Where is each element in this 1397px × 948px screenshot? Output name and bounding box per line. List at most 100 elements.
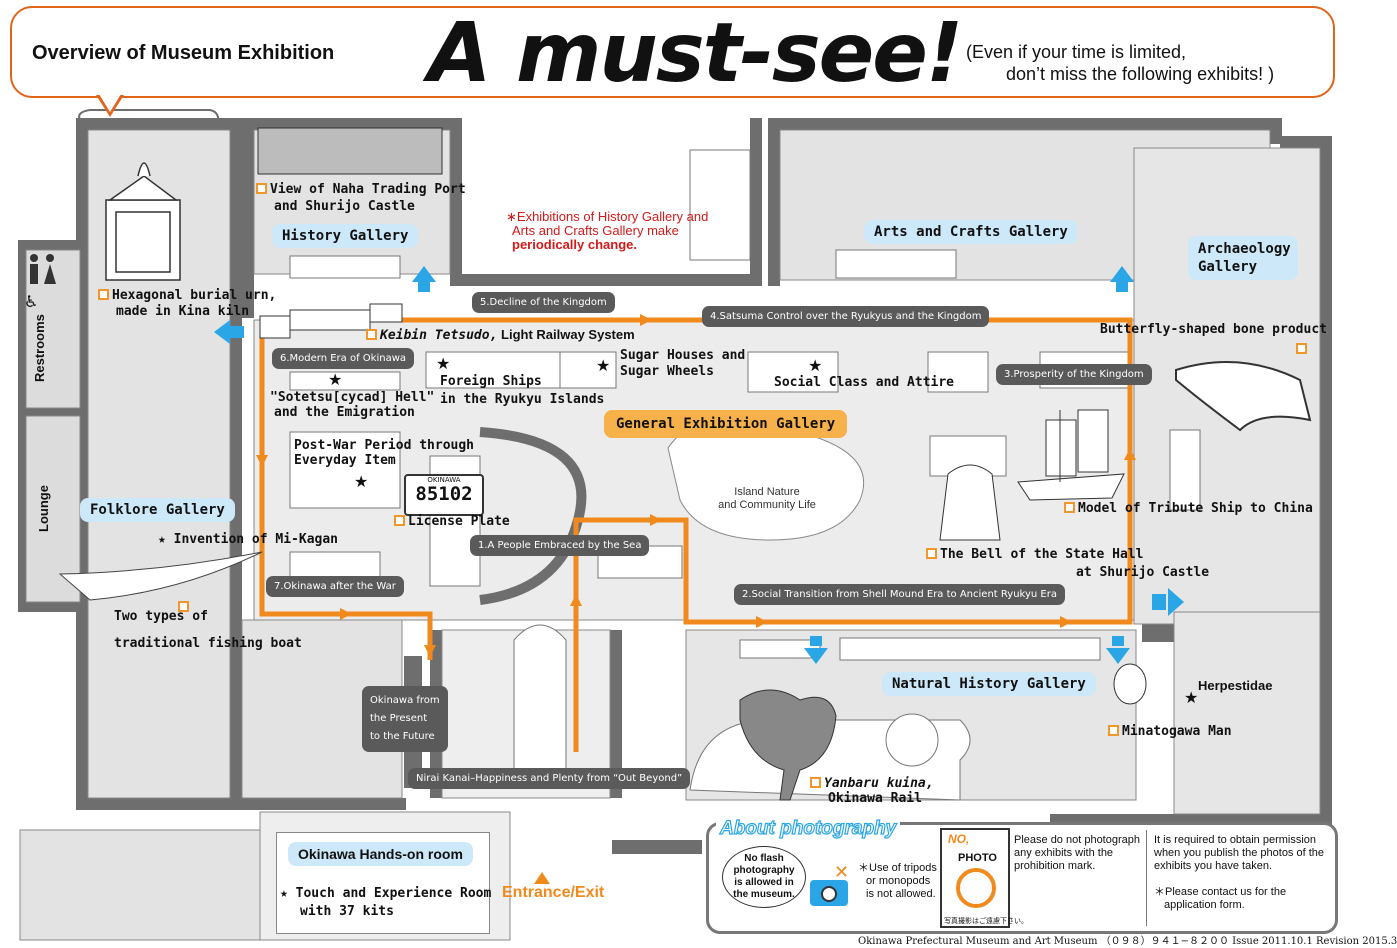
arts-crafts-gallery-label[interactable]: Arts and Crafts Gallery <box>864 220 1078 244</box>
prohibition-icon <box>956 868 996 908</box>
foreign-ships-exhibit-line2: in the Ryukyu Islands <box>440 392 605 407</box>
step-1[interactable]: 1.A People Embraced by the Sea <box>470 535 650 556</box>
entrance-exit-label[interactable]: Entrance/Exit <box>502 884 605 901</box>
yanbaru-kuina-exhibit-line2: Okinawa Rail <box>828 791 922 806</box>
burial-urn-exhibit[interactable]: Hexagonal burial urn, <box>98 288 276 303</box>
checkbox-icon <box>810 777 821 788</box>
star-icon: ★ <box>808 356 823 375</box>
train-illustration <box>259 303 403 339</box>
minatogawa-face <box>1113 663 1147 705</box>
no-flash-bubble: No flash photography is allowed in the m… <box>722 846 806 908</box>
step-4[interactable]: 4.Satsuma Control over the Ryukyus and t… <box>702 306 990 327</box>
naha-painting <box>257 127 443 175</box>
kuina-illustration <box>739 689 837 801</box>
entrance-marker <box>534 872 550 884</box>
herpestidae-exhibit[interactable]: Herpestidae <box>1198 678 1273 693</box>
natural-history-gallery-label[interactable]: Natural History Gallery <box>882 672 1096 696</box>
fishing-boat-exhibit-line2: traditional fishing boat <box>114 636 302 651</box>
mikagan-exhibit[interactable]: ★ Invention of Mi-Kagan <box>158 532 339 547</box>
license-plate-exhibit[interactable]: License Plate <box>394 514 510 529</box>
hands-on-label[interactable]: Okinawa Hands-on room <box>288 842 473 866</box>
footer-text: Okinawa Prefectural Museum and Art Museu… <box>858 936 1397 947</box>
island-nature-label: Island Nature and Community Life <box>718 486 816 511</box>
step-3[interactable]: 3.Prosperity of the Kingdom <box>996 364 1152 385</box>
archaeology-gallery-label[interactable]: Archaeology Gallery <box>1188 236 1298 280</box>
star-icon: ★ <box>1184 688 1199 707</box>
star-icon: ★ <box>354 472 369 491</box>
sugar-exhibit[interactable]: Sugar Houses and <box>620 348 746 363</box>
ship-illustration <box>1017 409 1125 501</box>
hands-on-star: ★ Touch and Experience Room <box>280 886 492 901</box>
sotetsu-exhibit-line2: and the Emigration <box>274 405 415 420</box>
subtitle-line2: don’t miss the following exhibits! ) <box>1006 64 1275 84</box>
star-icon: ★ <box>436 354 451 373</box>
permission-note: It is required to obtain permission when… <box>1154 834 1325 872</box>
checkbox-icon <box>366 329 377 340</box>
prohibit-note: Please do not photograph any exhibits wi… <box>1014 834 1140 872</box>
lounge-label: Lounge <box>36 485 51 532</box>
step-future[interactable]: Okinawa from the Present to the Future <box>362 686 448 752</box>
checkbox-icon <box>926 548 937 559</box>
contact-note: ＊Please contact us for the application f… <box>1154 886 1287 911</box>
checkbox-icon <box>98 289 109 300</box>
step-2[interactable]: 2.Social Transition from Shell Mound Era… <box>734 584 1065 605</box>
yanbaru-kuina-exhibit[interactable]: Yanbaru kuina, <box>810 776 934 791</box>
state-hall-bell-exhibit[interactable]: The Bell of the State Hall <box>926 547 1144 562</box>
license-plate-image: OKINAWA 85102 <box>404 474 484 516</box>
checkbox-icon <box>1296 343 1307 354</box>
burial-urn-exhibit-line2: made in Kina kiln <box>116 304 250 319</box>
restroom-icon <box>30 254 56 284</box>
no-photo-mark: NO, PHOTO 写真撮影はご遠慮下さい。 <box>940 828 1028 928</box>
postwar-exhibit-line2: Everyday Item <box>294 453 396 468</box>
wheelchair-icon: ♿ <box>24 292 39 311</box>
general-exhibition-label[interactable]: General Exhibition Gallery <box>604 410 848 438</box>
header-callout <box>10 6 1335 98</box>
bell-illustration <box>939 464 1001 541</box>
photography-title: About photography <box>716 817 901 840</box>
tripod-note: ＊Use of tripods or monopods is not allow… <box>858 862 937 900</box>
social-class-exhibit[interactable]: Social Class and Attire <box>774 375 955 390</box>
history-gallery-label[interactable]: History Gallery <box>272 224 419 248</box>
boat-illustration <box>58 551 263 601</box>
headline: A must-see! <box>428 6 963 101</box>
floor-plan <box>18 109 1332 941</box>
checkbox-icon <box>1108 725 1119 736</box>
notice-line1: ∗Exhibitions of History Gallery and <box>506 209 709 224</box>
tribute-ship-exhibit[interactable]: Model of Tribute Ship to China <box>1064 501 1313 516</box>
star-icon: ★ <box>328 370 343 389</box>
naha-port-exhibit[interactable]: View of Naha Trading Port <box>256 182 466 197</box>
sugar-exhibit-line2: Sugar Wheels <box>620 364 714 379</box>
star-icon: ★ <box>596 356 611 375</box>
step-7[interactable]: 7.Okinawa after the War <box>266 576 404 597</box>
checkbox-icon <box>1064 502 1075 513</box>
fishing-boat-exhibit[interactable]: Two types of <box>114 609 208 624</box>
route-arrows <box>256 314 1136 657</box>
overview-title: Overview of Museum Exhibition <box>32 42 335 64</box>
subtitle-line1: (Even if your time is limited, <box>966 42 1187 62</box>
state-hall-bell-exhibit-line2: at Shurijo Castle <box>1076 565 1210 580</box>
step-nirai-kanai[interactable]: Nirai Kanai–Happiness and Plenty from “O… <box>408 768 691 789</box>
hands-on-kits: with 37 kits <box>300 904 394 919</box>
step-5[interactable]: 5.Decline of the Kingdom <box>472 292 615 313</box>
railway-exhibit[interactable]: Keibin Tetsudo, Light Railway System <box>366 327 635 343</box>
bone-illustration <box>1175 361 1312 432</box>
checkbox-icon <box>256 183 267 194</box>
curved-wall-2 <box>513 624 567 771</box>
step-6[interactable]: 6.Modern Era of Okinawa <box>272 348 415 369</box>
naha-port-exhibit-line2: and Shurijo Castle <box>274 199 415 214</box>
butterfly-bone-exhibit[interactable]: Butterfly-shaped bone product <box>1100 322 1327 337</box>
exit-arrows <box>214 266 1184 664</box>
photography-panel <box>706 822 1338 934</box>
postwar-exhibit[interactable]: Post-War Period through <box>294 438 475 453</box>
folklore-gallery-label[interactable]: Folklore Gallery <box>80 498 235 522</box>
foreign-ships-exhibit[interactable]: Foreign Ships <box>440 374 542 389</box>
checkbox-icon <box>178 601 189 612</box>
urn-illustration <box>105 162 181 281</box>
sotetsu-exhibit[interactable]: "Sotetsu[cycad] Hell" <box>270 390 435 405</box>
checkbox-icon <box>394 515 405 526</box>
flash-icon: ✕ <box>834 862 850 883</box>
notice-line2: Arts and Crafts Gallery make <box>512 223 679 238</box>
restrooms-label: Restrooms <box>32 314 47 382</box>
minatogawa-exhibit[interactable]: Minatogawa Man <box>1108 724 1232 739</box>
notice-line3: periodically change. <box>512 237 637 252</box>
